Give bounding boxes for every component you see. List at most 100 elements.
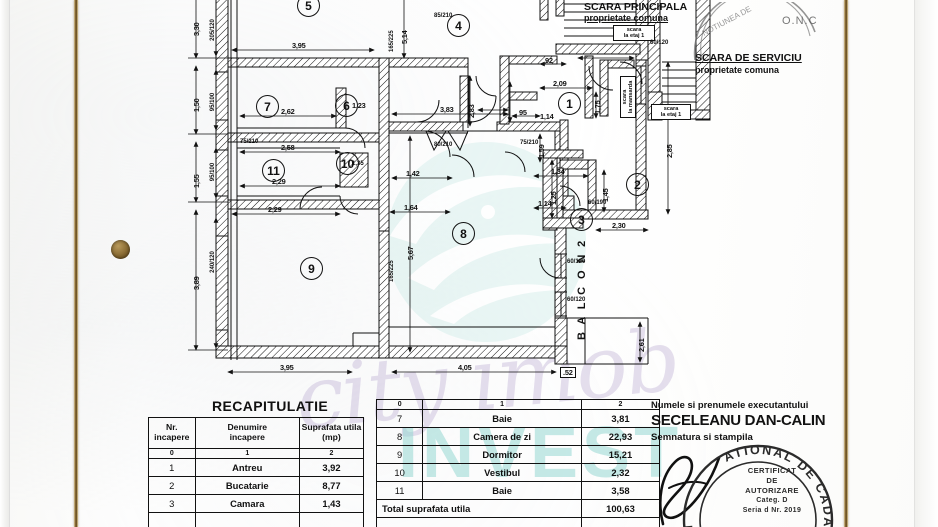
- dim-92: 92: [545, 56, 553, 65]
- dim-left-330: 3,30: [192, 22, 201, 36]
- page-title: RECAPITULATIE: [212, 398, 329, 414]
- door-tag-60-120-c: 60/120: [650, 40, 669, 46]
- dim-383: 3,83: [440, 105, 454, 114]
- header-suprafata-l1: Suprafata utila: [301, 422, 362, 433]
- stair-main-title: SCARA PRINCIPALA: [584, 1, 688, 13]
- door-tag-75-210-b: 75/210: [520, 140, 539, 146]
- dim-567: 5,67: [406, 246, 415, 260]
- row-name: Camera de zi: [422, 427, 582, 446]
- balcony-label: B A L C O N 2: [576, 238, 588, 340]
- row-name: [194, 512, 300, 527]
- paper-edge-right-line: [914, 0, 915, 527]
- row-value-cut: [580, 517, 661, 527]
- total-label: Total suprafata utila: [376, 499, 582, 518]
- paper-edge-right: [914, 0, 938, 527]
- svg-text:O.N.C: O.N.C: [782, 15, 818, 27]
- dim-229-b: 2,29: [268, 205, 282, 214]
- executant-block: Numele si prenumele executantului SECELE…: [651, 399, 841, 443]
- binding-strip-right: [844, 0, 848, 527]
- dim-262: 2,62: [281, 107, 295, 116]
- dim-134: 1,34: [551, 167, 565, 176]
- dim-left-150: 1,50: [192, 98, 201, 112]
- dim-209: 2,09: [553, 79, 567, 88]
- dim-left-155: 1,55: [192, 174, 201, 188]
- stamp-line2: DE: [766, 476, 778, 485]
- stamp-line5: Seria d Nr. 2019: [742, 507, 802, 514]
- door-tag-75-210-a: 75/210: [240, 139, 259, 145]
- row-name: Vestibul: [422, 463, 582, 482]
- dim-bottom-395: 3,95: [280, 363, 294, 372]
- row-area: 15,21: [580, 445, 661, 464]
- index-cell-2: 2: [298, 448, 365, 459]
- door-tag-165-225-b: 165/225: [389, 260, 395, 282]
- paper-edge-left: [0, 0, 10, 527]
- door-tag-165-225-a: 165/225: [389, 30, 395, 52]
- door-tag-60-190: 60/190: [588, 200, 607, 206]
- opening-95-100-b: 95/100: [210, 158, 216, 186]
- row-nr: 1: [148, 458, 196, 477]
- dim-159: 1,59: [537, 144, 546, 158]
- stair-box-mansarda: scara la mansarda: [620, 76, 636, 118]
- row-nr: 11: [375, 481, 424, 500]
- handwritten-signature: [659, 455, 721, 526]
- room-marker-5: 5: [297, 0, 320, 17]
- opening-95-100-a: 95/100: [210, 88, 216, 116]
- door-tag-135: 1,35: [352, 161, 364, 167]
- table-row: 2 Bucatarie 8,77: [148, 476, 365, 495]
- table-row: 10 Vestibul 2,32: [375, 463, 661, 482]
- table-row: 11 Baie 3,58: [375, 481, 661, 500]
- dim-52: .52: [560, 367, 576, 378]
- dim-123: 1,23: [352, 101, 366, 110]
- dim-95: 95: [519, 108, 527, 117]
- room-marker-11: 11: [262, 159, 285, 182]
- total-value: 100,63: [580, 499, 661, 518]
- stamp-line3: AUTORIZARE: [745, 486, 799, 495]
- row-area: 3,58: [580, 481, 661, 500]
- stair-box-etaj1-b: scara la etaj 1: [651, 104, 691, 120]
- punch-hole: [111, 240, 130, 259]
- header-suprafata: Suprafata utila (mp): [298, 417, 365, 449]
- row-nr: 7: [375, 409, 424, 428]
- dim-114-b: 1,14: [538, 199, 552, 208]
- room-marker-1: 1: [558, 92, 581, 115]
- header-suprafata-l2: (mp): [322, 432, 341, 442]
- room-marker-4: 4: [447, 14, 470, 37]
- room-marker-8: 8: [452, 222, 475, 245]
- dim-bottom-405: 4,05: [458, 363, 472, 372]
- dim-261: 2,61: [637, 338, 646, 352]
- dim-230: 2,30: [612, 221, 626, 230]
- binding-strip-left: [74, 0, 78, 527]
- authorization-stamp: ATIONAL DE CADASTRU GEODEZIE SI CART: [681, 443, 834, 527]
- row-name: Dormitor: [422, 445, 582, 464]
- row-area: [298, 512, 365, 527]
- dim-left-389: 3,89: [192, 276, 201, 290]
- dim-285: 2,85: [665, 144, 674, 158]
- table-header-row: Nr. incapere Denumire incapere Suprafata…: [148, 417, 365, 449]
- dim-top-395: 3,95: [292, 41, 306, 50]
- index-cell-0: 0: [375, 399, 424, 410]
- row-area: 1,43: [298, 494, 365, 513]
- room-marker-9: 9: [300, 257, 323, 280]
- dim-258: 2,58: [281, 143, 295, 152]
- row-area: 2,32: [580, 463, 661, 482]
- room-marker-6: 6: [335, 94, 358, 117]
- header-denumire-l1: Denumire: [227, 422, 268, 433]
- table-index-row: 0 1 2: [375, 399, 661, 410]
- door-tag-80-210: 80/210: [434, 142, 453, 148]
- row-name: Antreu: [194, 458, 300, 477]
- stair-box-etaj1-a: scara la etaj 1: [613, 25, 655, 41]
- table-row: 1 Antreu 3,92: [148, 458, 365, 477]
- room-marker-3: 3: [570, 208, 593, 231]
- header-denumire: Denumire incapere: [194, 417, 300, 449]
- dim-164: 1,64: [404, 203, 418, 212]
- recap-table-right: 0 1 2 7 Baie 3,81 8 Camera de zi 22,93 9…: [375, 399, 661, 527]
- row-area: 8,77: [298, 476, 365, 495]
- door-tag-60-120-a: 60/120: [567, 259, 586, 265]
- row-nr: 2: [148, 476, 196, 495]
- table-index-row: 0 1 2: [148, 448, 365, 459]
- table-row: 7 Baie 3,81: [375, 409, 661, 428]
- row-area: 3,92: [298, 458, 365, 477]
- header-nr: Nr. incapere: [148, 417, 196, 449]
- row-name: Camara: [194, 494, 300, 513]
